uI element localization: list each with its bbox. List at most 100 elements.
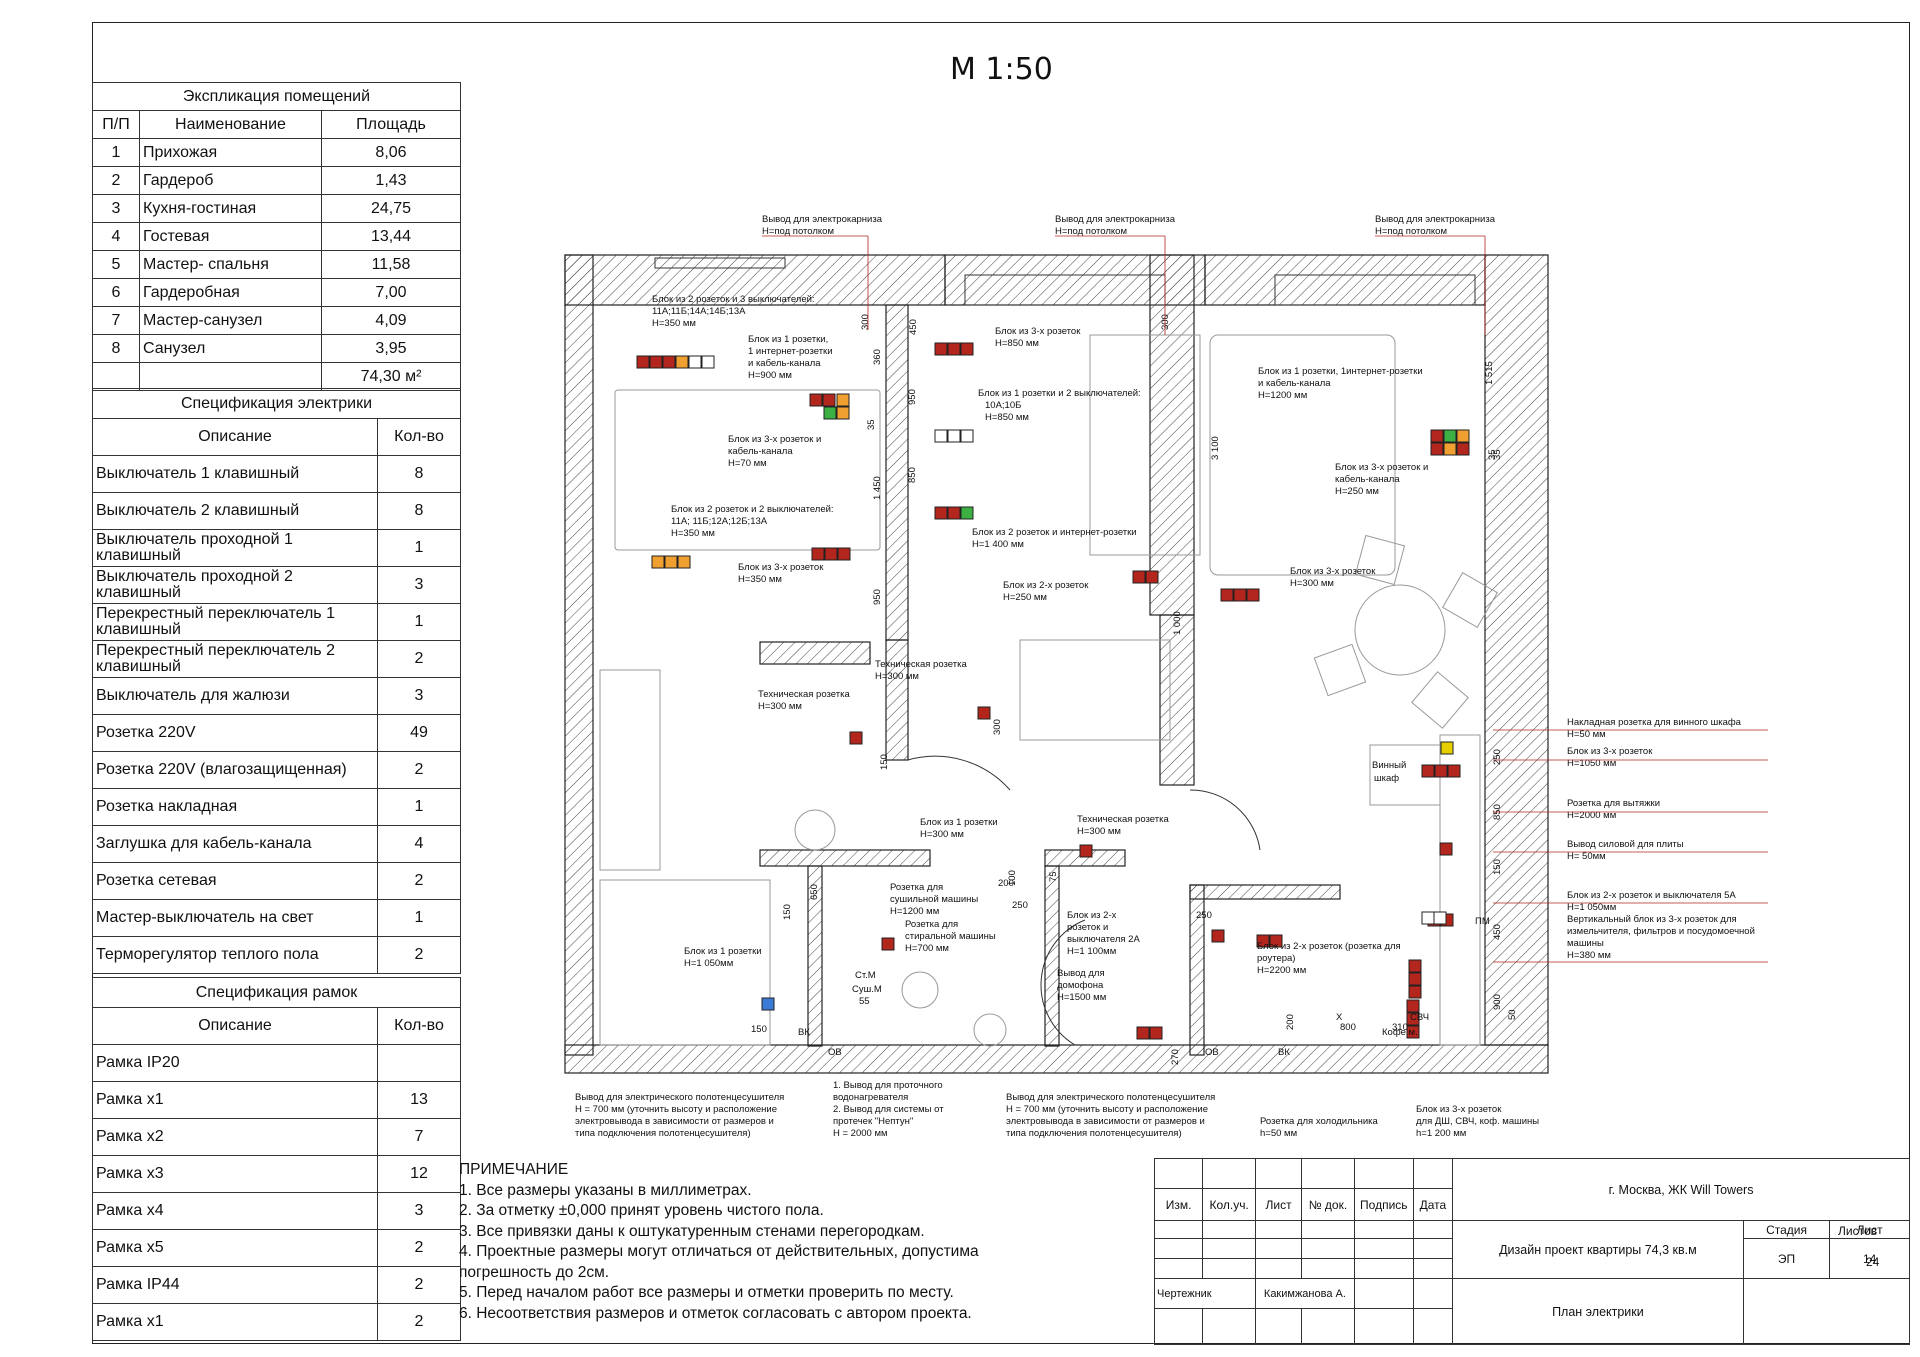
stamp-drafter-name: Какимжанова А. xyxy=(1255,1278,1355,1309)
room-area: 8,06 xyxy=(321,138,461,167)
room-name: Мастер- спальня xyxy=(139,250,322,279)
label-bottom: Н = 700 мм (уточнить высоту и расположен… xyxy=(575,1104,777,1115)
label-block: 1 интернет-розетки xyxy=(748,346,833,357)
label-height: Н=под потолком xyxy=(1055,226,1127,237)
room-area: 24,75 xyxy=(321,194,461,223)
dimension: 300 xyxy=(992,719,1003,735)
label-tech: Техническая розетка xyxy=(758,689,850,700)
label-block: Блок из 2-х розеток xyxy=(1003,580,1089,591)
frame-item: Рамка x3 xyxy=(92,1155,378,1193)
label-vk: ВК xyxy=(798,1027,810,1038)
plan-labels: Вывод для электрокарниза Н=под потолком … xyxy=(575,214,1755,1139)
label-right: Блок из 3-х розеток xyxy=(1567,746,1653,757)
room-name: Мастер-санузел xyxy=(139,306,322,335)
room-area: 7,00 xyxy=(321,278,461,307)
dimension: 35 xyxy=(1487,449,1498,460)
room-name: Кухня-гостиная xyxy=(139,194,322,223)
note-line: погрешность до 2см. xyxy=(459,1263,610,1281)
label-right: Вертикальный блок из 3-х розеток для xyxy=(1567,914,1737,925)
spec-item: Заглушка для кабель-канала xyxy=(92,825,378,863)
label-right: Вывод силовой для плиты xyxy=(1567,839,1684,850)
spec-item: Розетка накладная xyxy=(92,788,378,826)
spec-qty: 1 xyxy=(377,788,461,826)
spec-qty: 2 xyxy=(377,936,461,974)
spec-item: Мастер-выключатель на свет xyxy=(92,899,378,937)
label-bottom: протечек "Нептун" xyxy=(833,1116,913,1127)
label-height: Н=380 мм xyxy=(1567,950,1611,961)
spec-qty: 3 xyxy=(377,566,461,604)
label-wine: шкаф xyxy=(1374,773,1399,784)
label-tech: Техническая розетка xyxy=(875,659,967,670)
dimension: 1 515 xyxy=(1484,361,1495,385)
label-height: Н=под потолком xyxy=(762,226,834,237)
spec-qty: 4 xyxy=(377,825,461,863)
room-num: 2 xyxy=(92,166,140,195)
label-height: Н=1 050мм xyxy=(1567,902,1616,913)
dimension: 1 450 xyxy=(872,476,883,500)
label-block: 11А; 11Б;12А;12Б;13А xyxy=(671,516,768,527)
room-num: 7 xyxy=(92,306,140,335)
label-height: Н=250 мм xyxy=(1335,486,1379,497)
room-name: Гардероб xyxy=(139,166,322,195)
label-height: Н=300 мм xyxy=(920,829,964,840)
stamp-col: № док. xyxy=(1301,1188,1355,1221)
label-center: Блок из 2-х xyxy=(1067,910,1117,921)
spec-qty: 1 xyxy=(377,603,461,641)
frame-item: Рамка IP20 xyxy=(92,1044,378,1082)
stamp-col: Подпись xyxy=(1353,1188,1414,1221)
label-bottom: типа подключения полотенцесушителя) xyxy=(575,1128,751,1139)
room-area: 13,44 xyxy=(321,222,461,251)
label-height: Н= 50мм xyxy=(1567,851,1606,862)
dimension: 250 xyxy=(1196,910,1212,921)
dimension: 75 xyxy=(1048,871,1059,882)
label-center: Вывод для xyxy=(1057,968,1105,979)
frame-item: Рамка x1 xyxy=(92,1303,378,1341)
label-height: Н=1 050мм xyxy=(684,958,733,969)
label-height: Н=2200 мм xyxy=(1257,965,1306,976)
label-center: стиральной машины xyxy=(905,931,996,942)
stamp-project: Дизайн проект квартиры 74,3 кв.м xyxy=(1452,1220,1744,1279)
label-block: Блок из 2 розеток и 2 выключателей: xyxy=(671,504,834,515)
label-tech: Техническая розетка xyxy=(1077,814,1169,825)
label-height: Н=850 мм xyxy=(995,338,1039,349)
label-center: сушильной машины xyxy=(890,894,978,905)
label-right: Блок из 2-х розеток и выключателя 5А xyxy=(1567,890,1736,901)
label-height: Н=300 мм xyxy=(1290,578,1334,589)
label-height: Н=300 мм xyxy=(1077,826,1121,837)
label-block: Блок из 3-х розеток xyxy=(738,562,824,573)
label-block: Блок из 3-х розеток и xyxy=(728,434,821,445)
label-center: роутера) xyxy=(1257,953,1295,964)
outlets xyxy=(636,342,1470,1040)
dimension: 35 xyxy=(1492,449,1503,460)
label-height: Н=1200 мм xyxy=(1258,390,1307,401)
label-height: Н=700 мм xyxy=(905,943,949,954)
label-height: Н=350 мм xyxy=(738,574,782,585)
label-height: Н=1500 мм xyxy=(1057,992,1106,1003)
room-area: 1,43 xyxy=(321,166,461,195)
label-bottom: Блок из 3-х розеток xyxy=(1416,1104,1502,1115)
label-height: Н=900 мм xyxy=(748,370,792,381)
label-height: h=50 мм xyxy=(1260,1128,1297,1139)
label-block: Блок из 1 розетки, 1интернет-розетки xyxy=(1258,366,1423,377)
col-description: Описание xyxy=(92,1007,378,1045)
dimension: 250 xyxy=(1012,900,1028,911)
spec-item: Терморегулятор теплого пола xyxy=(92,936,378,974)
dimension: 150 xyxy=(751,1024,767,1035)
room-num: 4 xyxy=(92,222,140,251)
frame-item: Рамка x5 xyxy=(92,1229,378,1267)
dimension: 450 xyxy=(908,319,919,335)
label-washer: Ст.М xyxy=(855,970,876,981)
spec-item: Розетка сетевая xyxy=(92,862,378,900)
dimension: 450 xyxy=(1492,924,1503,940)
dimension: 200 xyxy=(998,878,1014,889)
spec-qty: 2 xyxy=(377,640,461,678)
dimension: 850 xyxy=(907,467,918,483)
note-line: 3. Все привязки даны к оштукатуренным ст… xyxy=(459,1222,925,1240)
dimension: 100 xyxy=(1007,870,1018,886)
dimension: 650 xyxy=(809,884,820,900)
label-block: кабель-канала xyxy=(1335,474,1400,485)
label-right: машины xyxy=(1567,938,1604,949)
dimension: 270 xyxy=(1170,1049,1181,1065)
frame-qty: 2 xyxy=(377,1229,461,1267)
label-center: Розетка для xyxy=(890,882,943,893)
